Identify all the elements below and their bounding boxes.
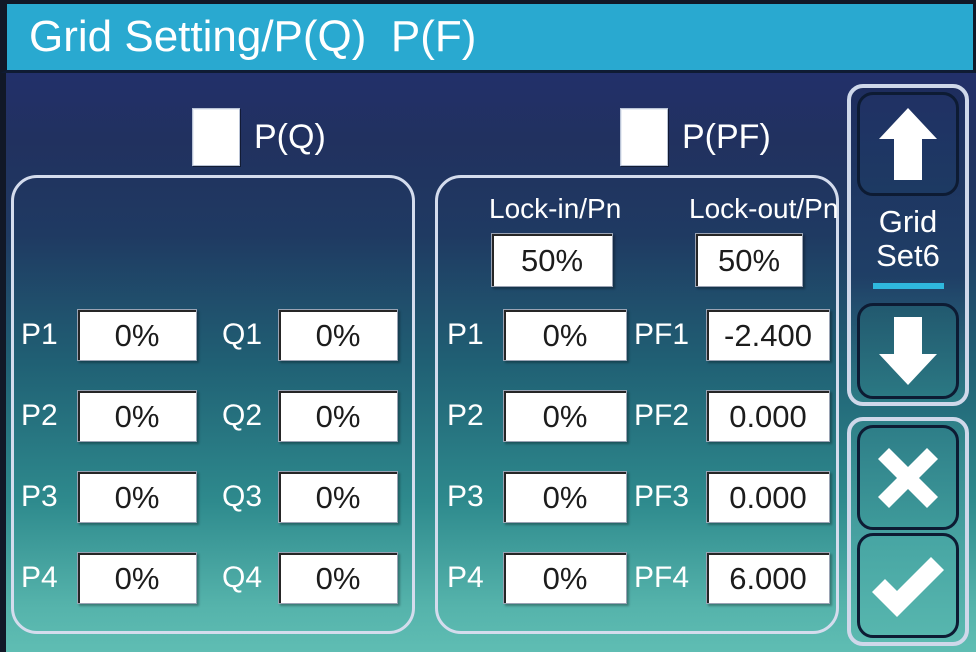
label-ppf-p4: P4 (447, 561, 484, 594)
field-row-ppf-p2[interactable]: P2 0% (447, 390, 627, 442)
checkbox-pq[interactable] (192, 108, 240, 166)
input-ppf-p4[interactable]: 0% (503, 552, 627, 604)
arrow-down-icon (876, 314, 940, 388)
label-pf4: PF4 (634, 561, 690, 594)
label-pf2: PF2 (634, 399, 690, 432)
label-p1: P1 (21, 318, 58, 351)
input-q2[interactable]: 0% (278, 390, 398, 442)
page-title: Grid Setting/P(Q) P(F) (29, 12, 477, 61)
pq-panel (11, 175, 415, 634)
input-p2[interactable]: 0% (77, 390, 197, 442)
input-q4[interactable]: 0% (278, 552, 398, 604)
grid-set-underline (873, 283, 944, 289)
label-pf3: PF3 (634, 480, 690, 513)
label-p4: P4 (21, 561, 58, 594)
checkbox-ppf-label: P(PF) (682, 118, 771, 156)
field-row-q3[interactable]: Q3 0% (222, 471, 398, 523)
field-row-pf4[interactable]: PF4 6.000 (634, 552, 830, 604)
input-lock-in[interactable]: 50% (491, 233, 613, 287)
input-ppf-p3[interactable]: 0% (503, 471, 627, 523)
label-p2: P2 (21, 399, 58, 432)
field-row-pf3[interactable]: PF3 0.000 (634, 471, 830, 523)
input-pf1[interactable]: -2.400 (706, 309, 830, 361)
input-p3[interactable]: 0% (77, 471, 197, 523)
label-q2: Q2 (222, 399, 263, 432)
field-row-ppf-p1[interactable]: P1 0% (447, 309, 627, 361)
field-row-ppf-p3[interactable]: P3 0% (447, 471, 627, 523)
check-icon (869, 553, 947, 619)
checkbox-row-pq[interactable]: P(Q) (192, 108, 326, 166)
ppf-panel (435, 175, 839, 634)
title-bar: Grid Setting/P(Q) P(F) (0, 0, 976, 73)
input-pf4[interactable]: 6.000 (706, 552, 830, 604)
label-q1: Q1 (222, 318, 263, 351)
field-row-pf1[interactable]: PF1 -2.400 (634, 309, 830, 361)
checkbox-pq-label: P(Q) (254, 118, 326, 156)
label-q4: Q4 (222, 561, 263, 594)
field-row-q1[interactable]: Q1 0% (222, 309, 398, 361)
label-ppf-p3: P3 (447, 480, 484, 513)
field-row-p1[interactable]: P1 0% (21, 309, 197, 361)
grid-set-line1: Grid (878, 204, 938, 239)
input-p1[interactable]: 0% (77, 309, 197, 361)
field-row-pf2[interactable]: PF2 0.000 (634, 390, 830, 442)
field-row-lock-in[interactable]: 50% (491, 233, 613, 287)
field-row-p2[interactable]: P2 0% (21, 390, 197, 442)
label-ppf-p2: P2 (447, 399, 484, 432)
input-pf3[interactable]: 0.000 (706, 471, 830, 523)
input-p4[interactable]: 0% (77, 552, 197, 604)
scroll-up-button[interactable] (857, 92, 959, 196)
input-lock-out[interactable]: 50% (695, 233, 803, 287)
grid-set-line2: Set6 (876, 238, 940, 273)
cross-icon (873, 443, 943, 513)
field-row-p4[interactable]: P4 0% (21, 552, 197, 604)
field-row-lock-out[interactable]: 50% (695, 233, 803, 287)
checkbox-ppf[interactable] (620, 108, 668, 166)
header-lock-out: Lock-out/Pn (689, 193, 839, 224)
field-row-p3[interactable]: P3 0% (21, 471, 197, 523)
cancel-button[interactable] (857, 425, 959, 530)
input-q1[interactable]: 0% (278, 309, 398, 361)
grid-set-label: Grid Set6 (847, 205, 969, 273)
field-row-q2[interactable]: Q2 0% (222, 390, 398, 442)
arrow-up-icon (876, 105, 940, 183)
input-ppf-p2[interactable]: 0% (503, 390, 627, 442)
scroll-down-button[interactable] (857, 303, 959, 399)
field-row-ppf-p4[interactable]: P4 0% (447, 552, 627, 604)
label-q3: Q3 (222, 480, 263, 513)
input-pf2[interactable]: 0.000 (706, 390, 830, 442)
confirm-button[interactable] (857, 533, 959, 638)
label-pf1: PF1 (634, 318, 690, 351)
label-p3: P3 (21, 480, 58, 513)
header-lock-in: Lock-in/Pn (489, 193, 622, 224)
input-q3[interactable]: 0% (278, 471, 398, 523)
input-ppf-p1[interactable]: 0% (503, 309, 627, 361)
checkbox-row-ppf[interactable]: P(PF) (620, 108, 771, 166)
label-ppf-p1: P1 (447, 318, 484, 351)
field-row-q4[interactable]: Q4 0% (222, 552, 398, 604)
